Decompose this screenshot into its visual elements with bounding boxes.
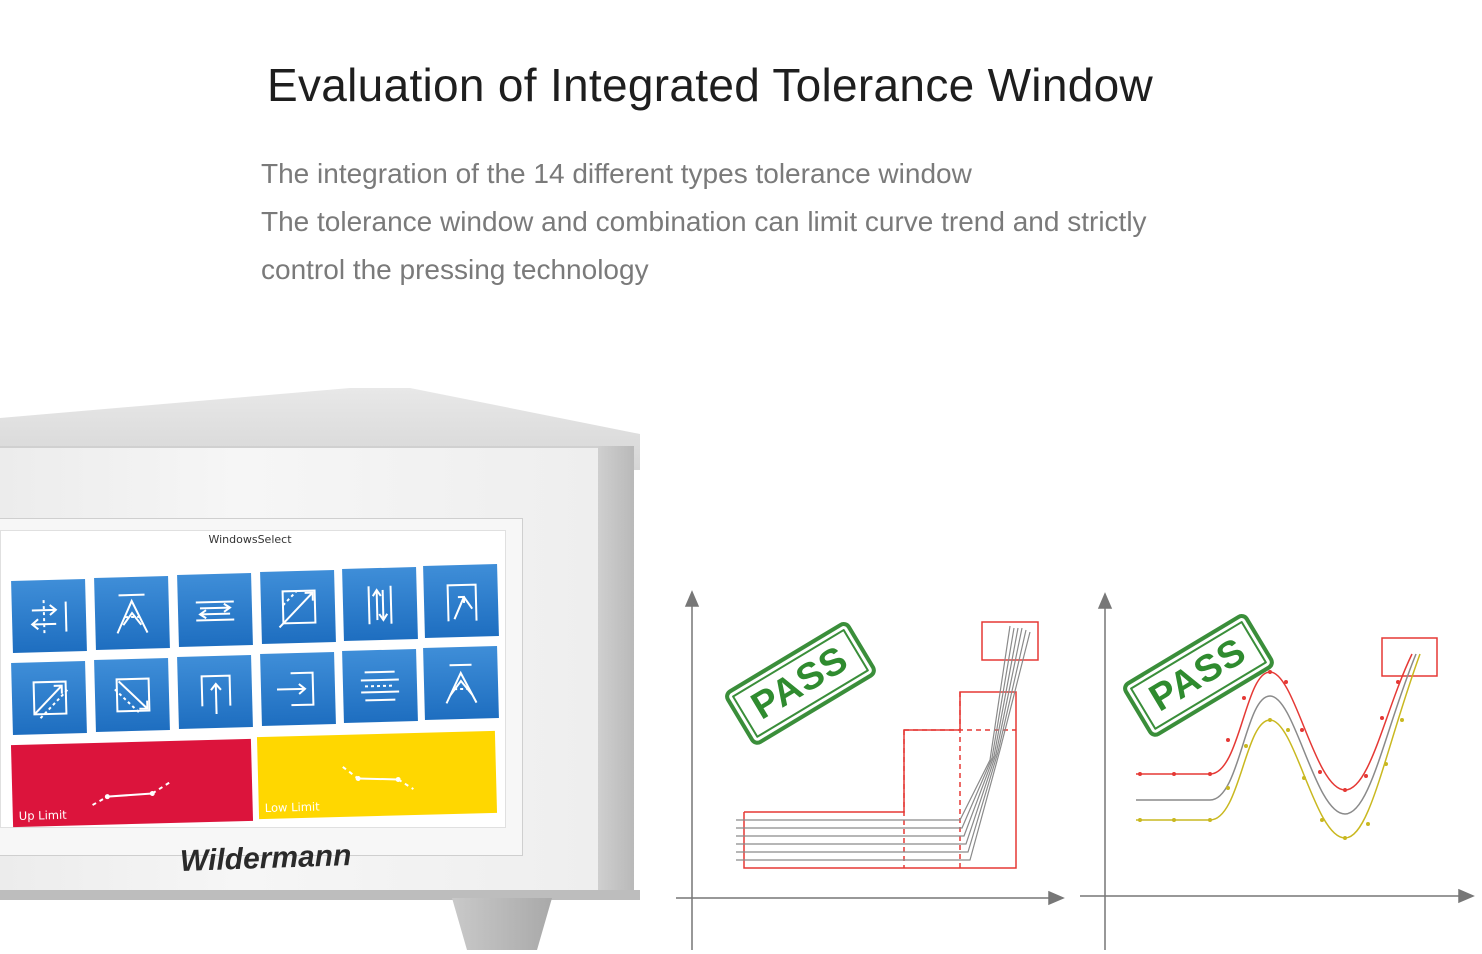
triangle-peak-alt-icon xyxy=(423,646,499,720)
arrow-into-box-icon xyxy=(260,652,336,726)
tolerance-window-tile-6[interactable] xyxy=(423,564,499,638)
double-arrows-icon xyxy=(177,573,253,647)
tolerance-window-tile-10[interactable] xyxy=(260,652,336,726)
tolerance-window-tile-3[interactable] xyxy=(177,573,253,647)
tolerance-window-tile-11[interactable] xyxy=(342,649,418,723)
device-foot xyxy=(452,898,552,950)
up-limit-label: Up Limit xyxy=(19,808,67,823)
box-diagonal-icon xyxy=(11,661,87,735)
screen-title: WindowsSelect xyxy=(0,533,500,546)
step-curves-diagram xyxy=(670,580,1070,950)
tolerance-window-tile-9[interactable] xyxy=(177,655,253,729)
wave-curves-diagram xyxy=(1080,580,1482,950)
tolerance-window-tile-12[interactable] xyxy=(423,646,499,720)
low-limit-button[interactable]: Low Limit xyxy=(257,731,497,819)
tolerance-window-tile-2[interactable] xyxy=(94,576,170,650)
tolerance-window-tile-1[interactable] xyxy=(11,579,87,653)
up-limit-button[interactable]: Up Limit xyxy=(11,739,253,827)
tolerance-window-tile-8[interactable] xyxy=(94,658,170,732)
horizontal-bands-icon xyxy=(342,649,418,723)
tolerance-chart-wave: PASS xyxy=(1080,580,1482,950)
arrows-in-bar-icon xyxy=(11,579,87,653)
box-up-icon xyxy=(423,564,499,638)
triangle-peak-icon xyxy=(94,576,170,650)
box-diagonal-down-icon xyxy=(94,658,170,732)
vertical-arrows-icon xyxy=(342,567,418,641)
tolerance-window-tile-5[interactable] xyxy=(342,567,418,641)
diagonal-arrow-icon xyxy=(260,570,336,644)
device-side-panel xyxy=(598,446,634,896)
press-monitor-device: WindowsSelect Up Limit Low Li xyxy=(0,0,660,950)
brand-logo: Wildermann xyxy=(179,839,352,879)
tolerance-window-tile-7[interactable] xyxy=(11,661,87,735)
box-arrow-up-icon xyxy=(177,655,253,729)
low-limit-label: Low Limit xyxy=(265,800,320,815)
tolerance-chart-steps: PASS xyxy=(670,580,1070,950)
tolerance-window-tile-4[interactable] xyxy=(260,570,336,644)
